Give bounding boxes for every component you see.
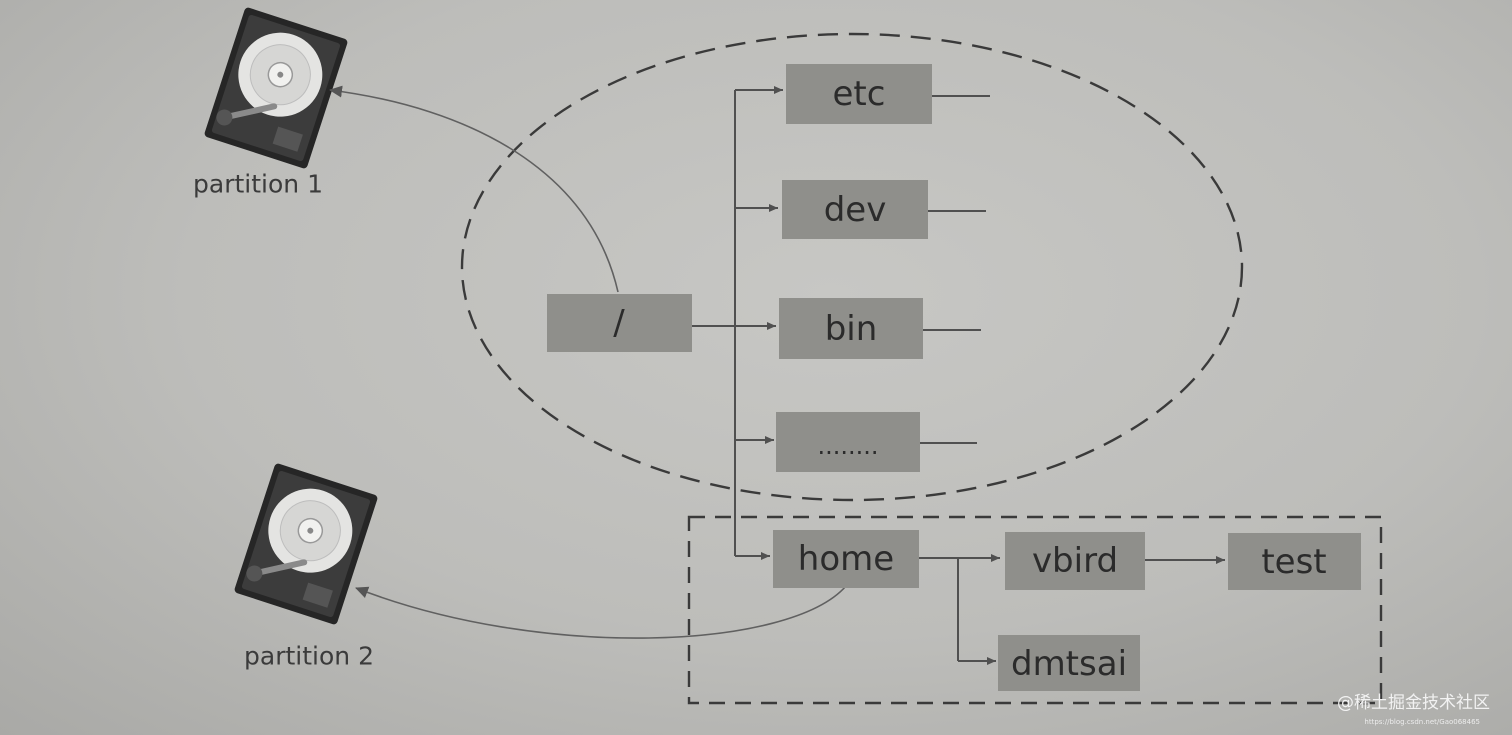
partition-1-label: partition 1 xyxy=(193,170,323,199)
node-vbird: vbird xyxy=(1005,532,1145,590)
node-home-label: home xyxy=(798,539,894,579)
root-partition-boundary xyxy=(460,32,1244,502)
node-dmtsai-label: dmtsai xyxy=(1011,644,1127,684)
home-partition-boundary xyxy=(687,515,1383,705)
node-etc: etc xyxy=(786,64,932,124)
node-more-label: ........ xyxy=(817,432,878,460)
partition-2-label: partition 2 xyxy=(244,642,374,671)
node-test-label: test xyxy=(1261,542,1326,582)
node-test: test xyxy=(1228,533,1361,590)
node-bin-label: bin xyxy=(825,309,878,349)
node-dev-label: dev xyxy=(824,190,887,230)
root-mount-curve xyxy=(329,85,619,293)
node-dmtsai: dmtsai xyxy=(998,635,1140,691)
node-home: home xyxy=(773,530,919,588)
hard-disk-icon xyxy=(234,463,378,625)
node-root-label: / xyxy=(613,303,625,343)
node-more: ........ xyxy=(776,412,920,472)
node-dev: dev xyxy=(782,180,928,239)
node-bin: bin xyxy=(779,298,923,359)
watermark-url: https://blog.csdn.net/Gao068465 xyxy=(1364,718,1480,726)
node-etc-label: etc xyxy=(833,74,886,114)
node-vbird-label: vbird xyxy=(1032,541,1118,581)
home-mount-curve xyxy=(355,585,847,639)
watermark-text: @稀土掘金技术社区 xyxy=(1337,693,1490,713)
hard-disk-icon xyxy=(204,7,348,169)
node-root: / xyxy=(547,294,692,352)
